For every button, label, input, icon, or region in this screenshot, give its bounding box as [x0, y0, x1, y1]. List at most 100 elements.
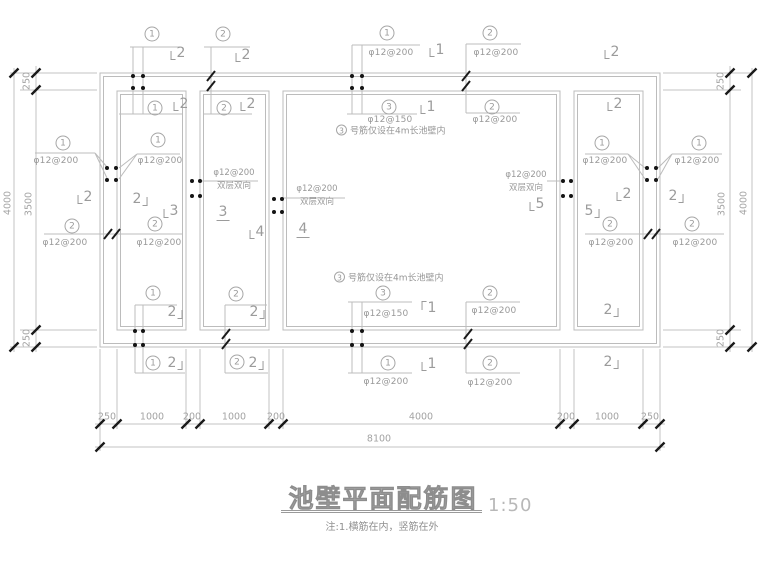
rebar-bubble: 1: [691, 135, 707, 151]
section-mark: 5: [585, 204, 600, 218]
section-tick-icon: [142, 197, 148, 206]
rebar-bubble: 1: [379, 25, 395, 41]
rebar-bubble: 3: [381, 99, 397, 115]
rebar-bubble: 1: [144, 26, 160, 42]
rebar-bubble: 2: [482, 285, 498, 301]
section-mark: 2: [240, 97, 255, 111]
section-mark: 3: [163, 204, 178, 218]
rebar-spec-label: φ12@200: [136, 238, 182, 248]
rebar-spec-label: φ12@200: [588, 238, 634, 248]
section-mark: 2: [607, 97, 622, 111]
section-mark: 1: [420, 100, 435, 114]
callout-lines: [35, 43, 724, 374]
dimension-label: 1000: [594, 411, 620, 423]
rebar-spec-label: φ12@200: [33, 156, 79, 166]
drawing-title: 池壁平面配筋图: [288, 484, 478, 514]
dimension-label: 1000: [221, 411, 247, 423]
rebar-spec-label: φ12@200: [368, 48, 414, 58]
section-tick-icon: [259, 310, 265, 319]
rebar-bubble: 1: [145, 355, 161, 371]
section-tick-icon: [177, 310, 183, 319]
rebar-spec-label: φ12@200: [467, 378, 513, 388]
rebar-bubble: 1: [594, 135, 610, 151]
dimension-label: 250: [97, 411, 117, 423]
rebar-bubble: 2: [215, 26, 231, 42]
section-mark: 2: [77, 190, 92, 204]
section-tick-icon: [607, 102, 613, 111]
section-mark: 2: [669, 189, 684, 203]
rebar-bubble: 1: [147, 100, 163, 116]
dimension-label: 250: [640, 411, 660, 423]
section-mark: 1: [421, 357, 436, 371]
rebar-bubble: 2: [602, 216, 618, 232]
section-mark: 1: [421, 301, 436, 315]
section-tick-icon: [77, 195, 83, 204]
rebar-bubble: 3: [334, 271, 345, 283]
section-mark: 2: [235, 48, 250, 62]
dimension-label: 250: [21, 328, 33, 348]
rebar-spec-label: φ12@200: [672, 238, 718, 248]
section-tick-icon: [173, 102, 179, 111]
section-mark: 4: [296, 221, 310, 238]
section-tick-icon: [421, 301, 427, 310]
section-mark: 2: [173, 97, 188, 111]
section-tick-icon: [240, 102, 246, 111]
dimension-label: 4000: [2, 190, 14, 216]
rebar-bubble: 1: [380, 355, 396, 371]
section-tick-icon: [678, 194, 684, 203]
dimension-label: 4000: [738, 190, 750, 216]
rebar-spec-label: φ12@200: [471, 306, 517, 316]
rebar-spec-label: φ12@200: [473, 48, 519, 58]
rebar-spec-label: φ12@200: [674, 156, 720, 166]
section-tick-icon: [594, 209, 600, 218]
section-mark: 2: [168, 356, 183, 370]
section-mark: 2: [604, 45, 619, 59]
section-mark: 2: [170, 46, 185, 60]
section-tick-icon: [177, 361, 183, 370]
section-mark: 2: [168, 305, 183, 319]
rebar-bubble: 2: [482, 355, 498, 371]
section-tick-icon: [613, 308, 619, 317]
dimension-label: 3500: [23, 191, 35, 217]
rebar-bubble: 2: [216, 100, 232, 116]
dimension-total-label: 8100: [366, 433, 392, 445]
rebar-spec-label: φ12@200: [42, 238, 88, 248]
section-tick-icon: [616, 192, 622, 201]
rebar-spec-label: φ12@200: [137, 156, 183, 166]
section-mark: 3: [216, 204, 230, 221]
rebar-bubble: 2: [228, 286, 244, 302]
rebar-bubble: 2: [684, 216, 700, 232]
rebar-spec-label: φ12@200: [472, 115, 518, 125]
section-tick-icon: [421, 362, 427, 371]
rebar-spec-label: φ12@200: [582, 156, 628, 166]
rebar-bubble: 2: [229, 354, 245, 370]
section-mark: 4: [249, 225, 264, 239]
rebar-dots: [105, 74, 658, 347]
dimension-label: 250: [21, 71, 33, 91]
rebar-bubble: 1: [150, 132, 166, 148]
section-mark: 2: [616, 187, 631, 201]
section-mark: 2: [250, 305, 265, 319]
section-tick-icon: [604, 50, 610, 59]
title-underline: [281, 510, 482, 513]
rebar-bubble: 2: [147, 216, 163, 232]
rebar-spec-label: φ12@150: [363, 309, 409, 319]
section-mark: 5: [529, 197, 544, 211]
rebar-bubble: 2: [484, 99, 500, 115]
section-tick-icon: [529, 202, 535, 211]
section-mark: 2: [133, 192, 148, 206]
section-tick-icon: [170, 51, 176, 60]
rebar-bubble: 3: [375, 285, 391, 301]
section-mark: 1: [429, 43, 444, 57]
section-tick-icon: [235, 53, 241, 62]
section-mark: 2: [604, 355, 619, 369]
wall-break-marks: [103, 70, 661, 350]
section-tick-icon: [420, 105, 426, 114]
wall-outlines: [99, 72, 661, 348]
